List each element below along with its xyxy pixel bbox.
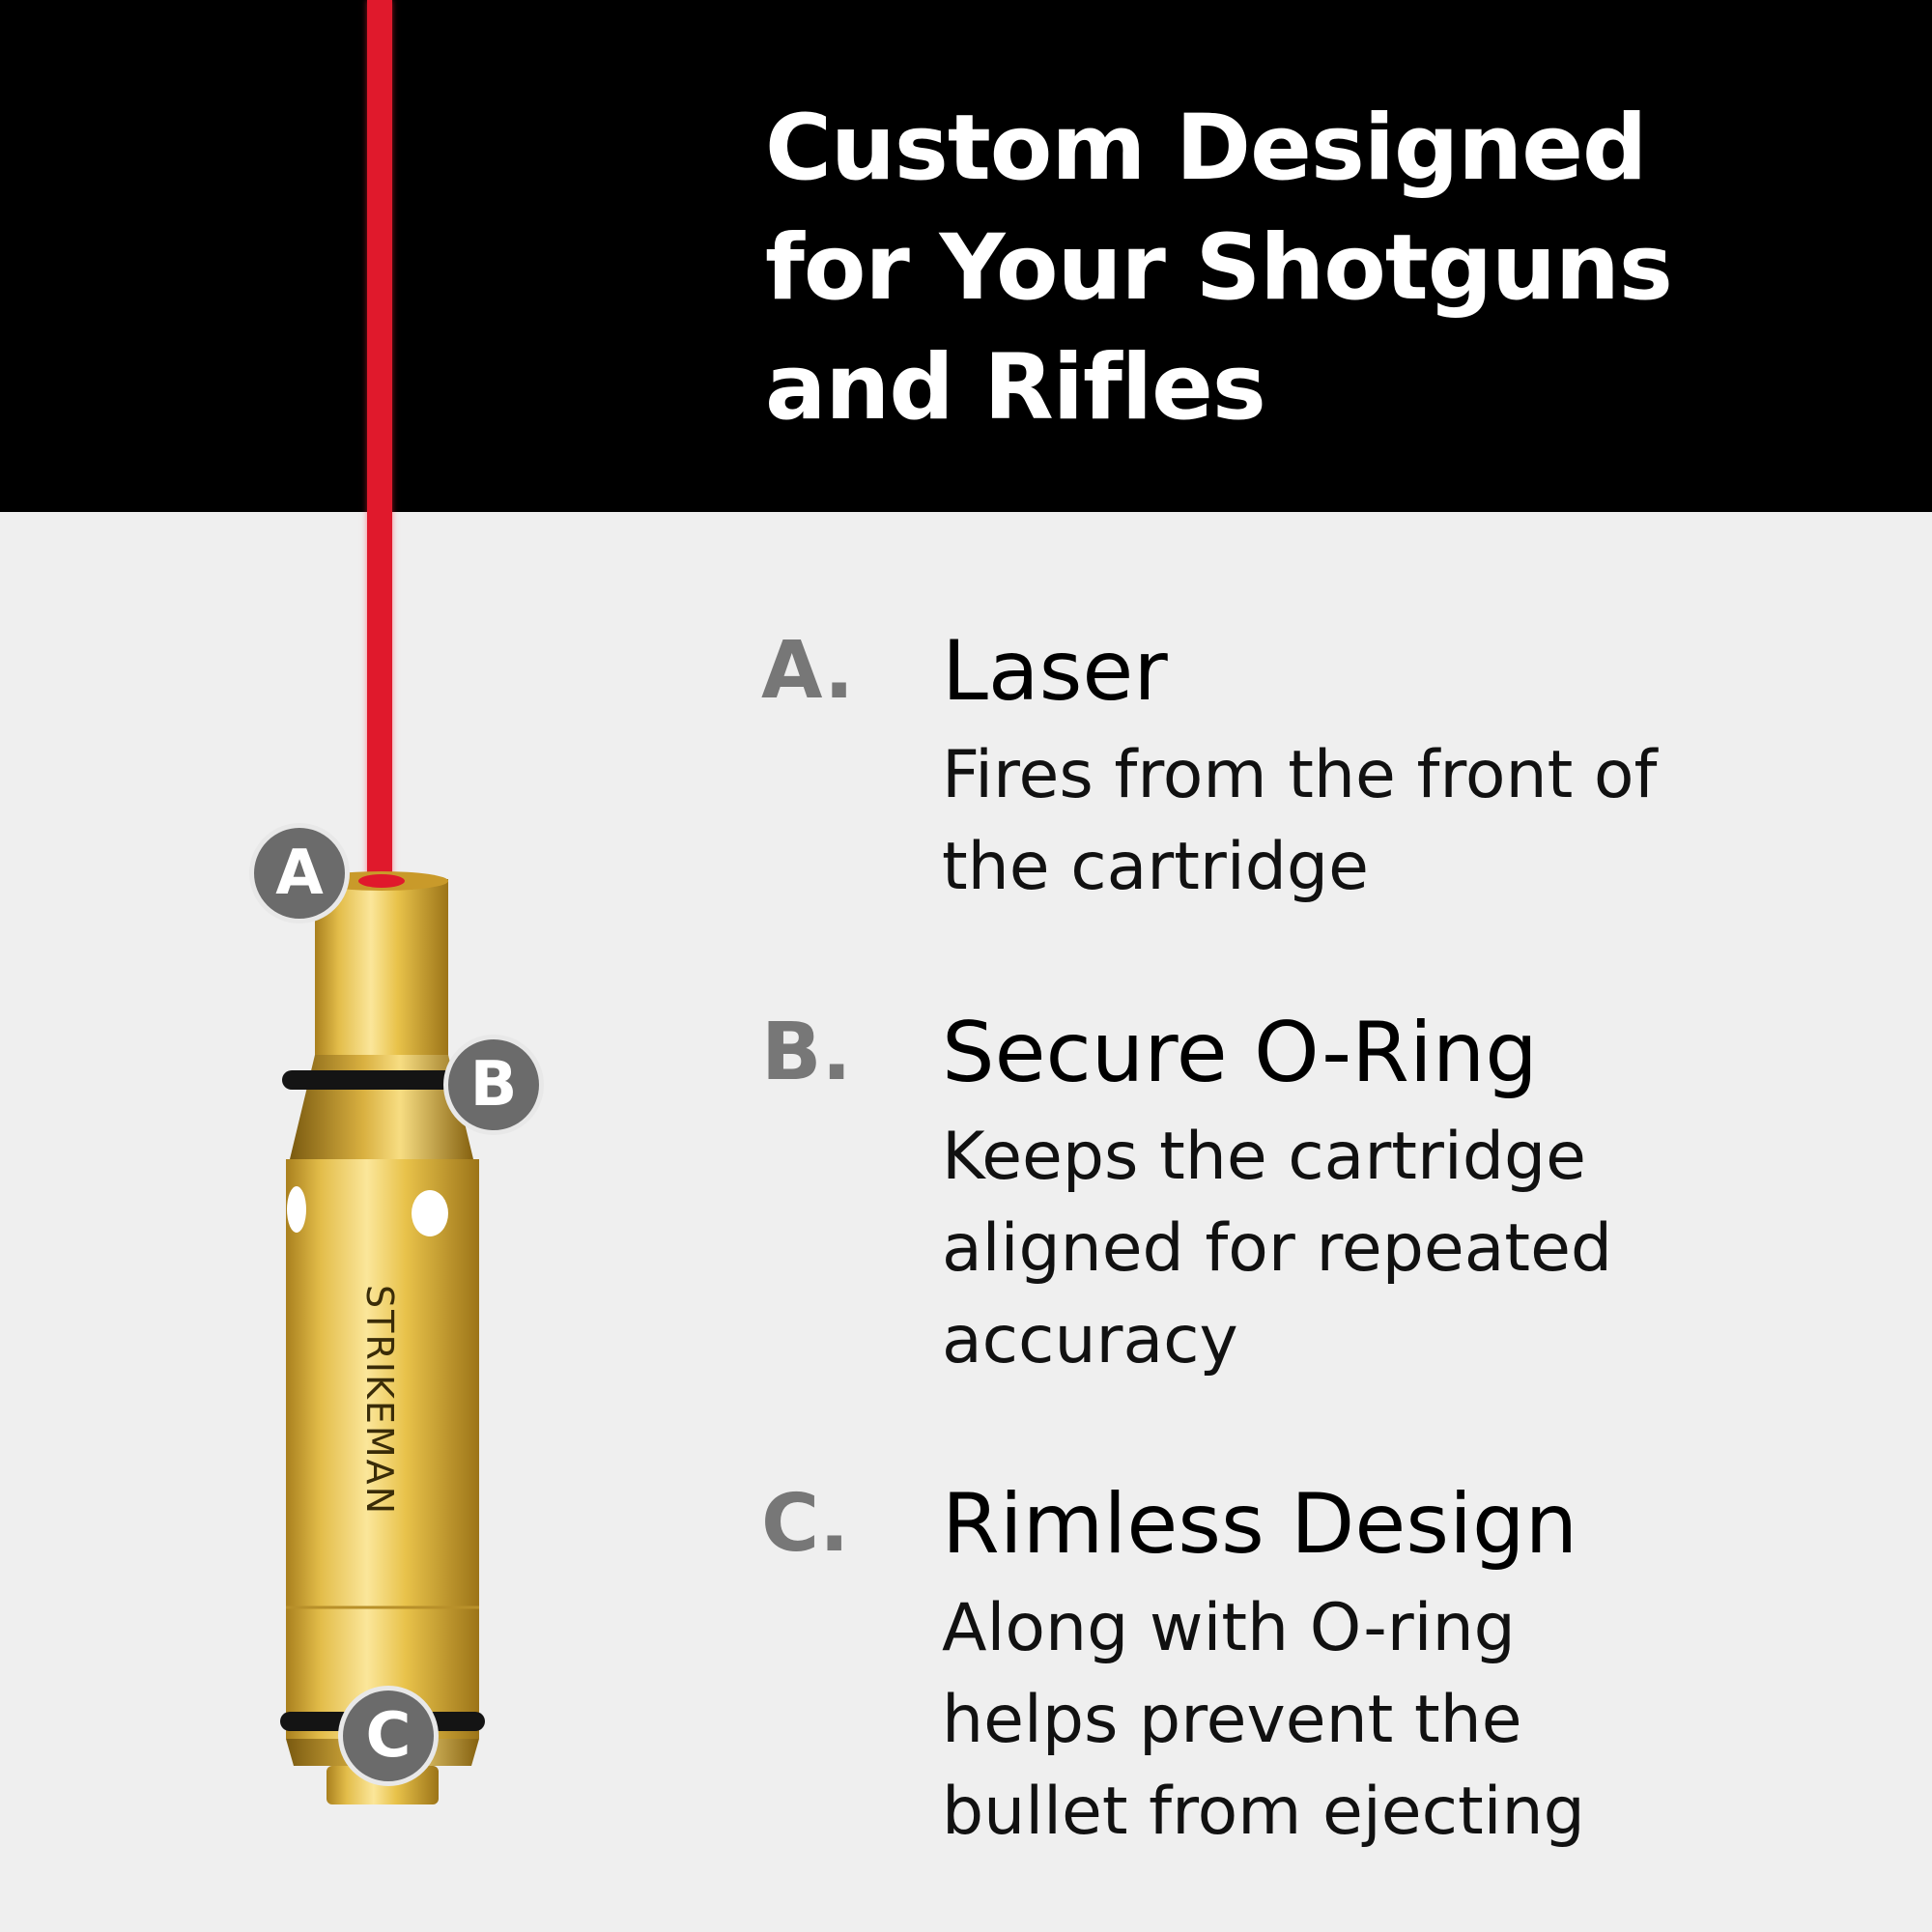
feature-description: Fires from the front of the cartridge — [942, 729, 1840, 913]
description-line: helps prevent the — [942, 1682, 1522, 1758]
feature-description: Along with O-ring helps prevent the bull… — [942, 1582, 1840, 1858]
cartridge-body — [286, 1159, 479, 1739]
feature-letter: C. — [761, 1478, 850, 1570]
feature-description: Keeps the cartridge aligned for repeated… — [942, 1111, 1840, 1386]
laser-cartridge-image: STRIKEMAN — [280, 871, 485, 1804]
feature-title: Laser — [942, 623, 1168, 720]
description-line: accuracy — [942, 1302, 1238, 1378]
feature-letter: B. — [761, 1007, 852, 1098]
o-ring-top — [282, 1070, 481, 1090]
marker-a: A — [249, 823, 350, 923]
vent-hole — [412, 1190, 448, 1236]
description-line: Fires from the front of — [942, 737, 1658, 813]
description-line: bullet from ejecting — [942, 1774, 1585, 1850]
vent-hole — [287, 1186, 306, 1233]
marker-b: B — [443, 1035, 544, 1135]
feature-letter: A. — [761, 625, 855, 717]
laser-beam — [367, 0, 392, 889]
headline-line: for Your Shotguns — [765, 215, 1673, 321]
laser-aperture — [358, 874, 405, 888]
feature-title: Secure O-Ring — [942, 1005, 1538, 1101]
description-line: aligned for repeated — [942, 1210, 1613, 1287]
marker-c: C — [338, 1686, 439, 1786]
description-line: the cartridge — [942, 829, 1369, 905]
headline: Custom Designed for Your Shotguns and Ri… — [765, 89, 1876, 448]
header-banner: Custom Designed for Your Shotguns and Ri… — [0, 0, 1932, 512]
headline-line: and Rifles — [765, 335, 1266, 440]
headline-line: Custom Designed — [765, 96, 1647, 201]
cartridge-neck — [315, 879, 448, 1055]
description-line: Along with O-ring — [942, 1590, 1516, 1666]
brand-engraving: STRIKEMAN — [358, 1285, 401, 1516]
feature-title: Rimless Design — [942, 1476, 1578, 1573]
description-line: Keeps the cartridge — [942, 1119, 1586, 1195]
